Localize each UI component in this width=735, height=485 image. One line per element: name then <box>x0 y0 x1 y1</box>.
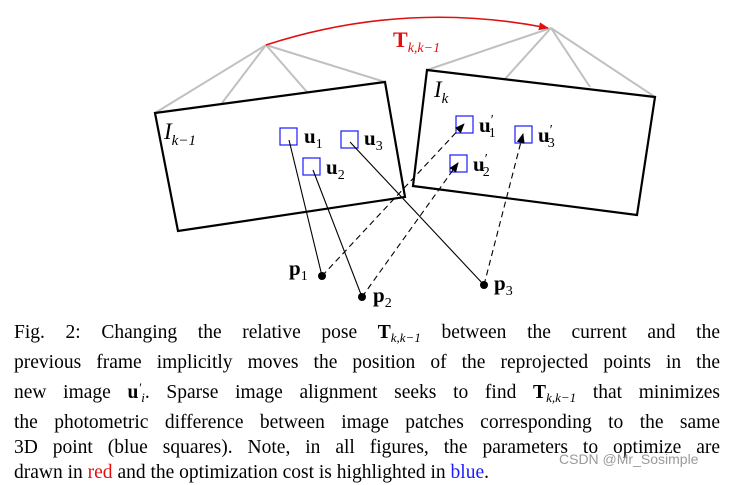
label-p1: p1 <box>289 256 308 284</box>
label-u1-prime: u′1 <box>479 113 496 141</box>
caption-red-word: red <box>87 462 113 483</box>
label-u3-prime: u′3 <box>538 123 555 151</box>
dashed-line-p2 <box>361 162 459 298</box>
projection-lines-prev <box>288 139 485 298</box>
figure-caption: Fig. 2: Changing the relative pose Tk,k−… <box>14 320 720 485</box>
ray-curr-2 <box>504 27 552 80</box>
label-p3: p3 <box>494 271 513 299</box>
ray-prev-2 <box>221 44 267 104</box>
label-p2: p2 <box>373 283 392 311</box>
ray-curr-4 <box>550 27 656 98</box>
caption-line-4: the photometric difference between image… <box>14 412 720 433</box>
image-plane-prev <box>153 80 407 233</box>
camera-rays-curr <box>426 27 656 98</box>
points-3d <box>318 272 488 301</box>
patch-u2-prime <box>449 154 468 173</box>
caption-line-6: drawn in red and the optimization cost i… <box>14 462 489 483</box>
proj-line-p1 <box>288 139 323 277</box>
dashed-line-p3 <box>483 133 525 286</box>
caption-line-1: Fig. 2: Changing the relative pose Tk,k−… <box>14 322 720 345</box>
patches-prev <box>279 127 359 176</box>
label-u3: u3 <box>364 126 383 154</box>
ray-curr-1 <box>426 27 552 71</box>
label-u2: u2 <box>326 155 345 183</box>
image-plane-curr <box>411 68 657 217</box>
point-p2 <box>358 293 366 301</box>
caption-line-3: new image u′i. Sparse image alignment se… <box>14 380 720 405</box>
patch-u3 <box>340 130 359 149</box>
patch-u3-prime <box>514 125 533 144</box>
caption-u-symbol: u <box>127 382 139 403</box>
dashed-line-p1 <box>321 123 465 277</box>
figure-diagram: Tk,k−1 Ik−1 Ik u1 u3 u2 u′1 u′3 u′2 p1 p… <box>153 16 657 311</box>
patch-u1 <box>279 127 298 146</box>
caption-blue-word: blue <box>450 462 485 483</box>
proj-line-p2 <box>312 169 363 298</box>
proj-line-p3 <box>349 141 485 286</box>
label-transform: Tk,k−1 <box>393 27 440 56</box>
caption-line-2: previous frame implicitly moves the posi… <box>14 352 720 373</box>
label-frame-prev: Ik−1 <box>163 119 196 149</box>
watermark: CSDN @Mr_Sosimple <box>559 451 699 467</box>
ray-prev-3 <box>265 44 308 93</box>
patch-u2 <box>302 157 321 176</box>
transform-arc <box>265 16 549 46</box>
point-p3 <box>480 281 488 289</box>
label-u1: u1 <box>304 124 323 152</box>
caption-T-symbol-1: T <box>377 322 391 343</box>
camera-rays-prev <box>154 44 386 114</box>
patch-u1-prime <box>455 115 474 134</box>
caption-line-5: 3D point (blue squares). Note, in all fi… <box>14 437 720 458</box>
caption-T-symbol-2: T <box>533 382 547 403</box>
label-u2-prime: u′2 <box>473 152 490 180</box>
figure: Tk,k−1 Ik−1 Ik u1 u3 u2 u′1 u′3 u′2 p1 p… <box>153 16 657 311</box>
ray-prev-4 <box>265 44 386 83</box>
label-frame-curr: Ik <box>433 77 449 107</box>
ray-curr-3 <box>550 27 591 88</box>
projection-lines-curr <box>321 123 525 298</box>
ray-prev-1 <box>154 44 267 114</box>
point-p1 <box>318 272 326 280</box>
